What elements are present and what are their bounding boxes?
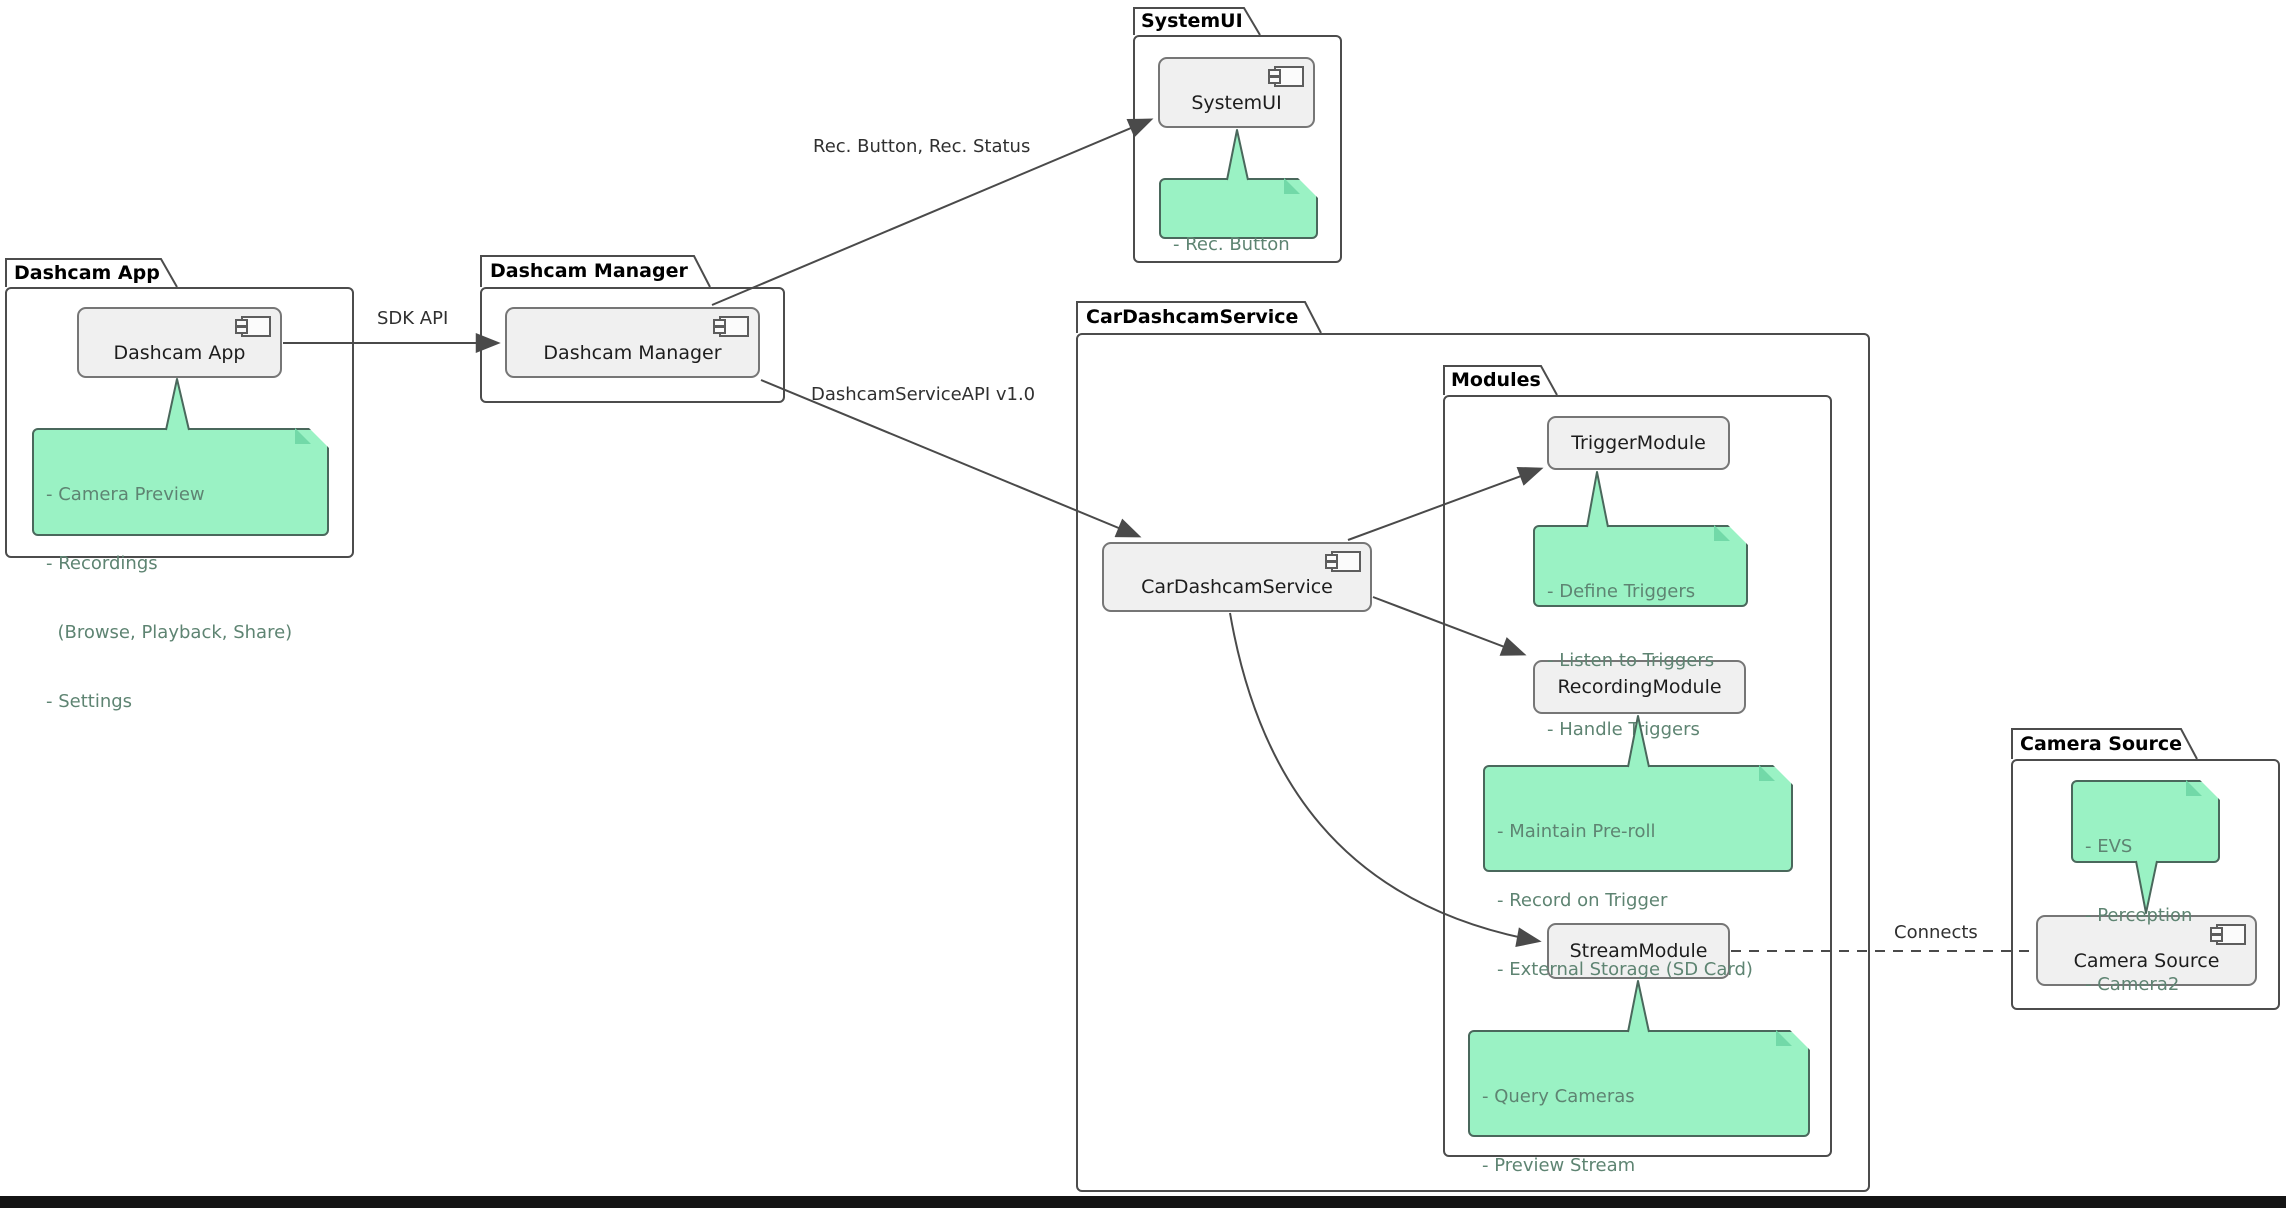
note-line: - Define Triggers bbox=[1547, 581, 1696, 602]
note-line: - Camera Preview bbox=[46, 484, 205, 505]
edge-label-rec-button-status: Rec. Button, Rec. Status bbox=[813, 136, 1031, 157]
edge-label-sdk-api: SDK API bbox=[377, 308, 449, 329]
edge-label-dashcam-service-api: DashcamServiceAPI v1.0 bbox=[811, 384, 1036, 405]
edge-label-connects: Connects bbox=[1894, 922, 1978, 943]
component-dashcam-app: Dashcam App bbox=[77, 307, 282, 378]
note-systemui: - Rec. Button - Rec. Status bbox=[1159, 178, 1318, 324]
note-line: - Maintain Pre-roll bbox=[1497, 821, 1656, 842]
component-label: RecordingModule bbox=[1557, 676, 1722, 698]
note-line: (Browse, Playback, Share) bbox=[46, 622, 293, 643]
component-label: CarDashcamService bbox=[1141, 576, 1333, 598]
package-tab-camera-source: Camera Source bbox=[2020, 733, 2183, 755]
component-label: SystemUI bbox=[1191, 92, 1282, 114]
component-recording-module: RecordingModule bbox=[1533, 660, 1746, 714]
note-line: - Preview Stream bbox=[1482, 1155, 1636, 1176]
component-stream-module: StreamModule bbox=[1547, 923, 1730, 979]
component-label: TriggerModule bbox=[1571, 432, 1706, 454]
note-line: - Camera2 bbox=[2085, 974, 2180, 995]
note-line: - Query Cameras bbox=[1482, 1086, 1635, 1107]
note-trigger-module: - Define Triggers - Listen to Triggers -… bbox=[1533, 525, 1748, 740]
bottom-bar bbox=[0, 1196, 2286, 1208]
component-systemui: SystemUI bbox=[1158, 57, 1315, 128]
note-line: - Recordings bbox=[46, 553, 158, 574]
component-camera-source: Camera Source bbox=[2036, 915, 2257, 986]
component-label: Dashcam App bbox=[113, 342, 246, 364]
component-icon bbox=[235, 316, 271, 337]
note-stream-module: - Query Cameras - Preview Stream - Snaps… bbox=[1468, 1030, 1810, 1176]
note-line: - EVS bbox=[2085, 836, 2133, 857]
note-line: - Perception bbox=[2085, 905, 2193, 926]
component-label: Dashcam Manager bbox=[543, 342, 722, 364]
note-camera-source: - EVS - Perception - Camera2 bbox=[2071, 780, 2220, 995]
component-label: Camera Source bbox=[2073, 950, 2220, 972]
package-tab-dashcam-app: Dashcam App bbox=[14, 262, 160, 284]
note-recording-module: - Maintain Pre-roll - Record on Trigger … bbox=[1483, 765, 1793, 1049]
note-line: - External Storage (SD Card) bbox=[1497, 959, 1753, 980]
component-car-dashcam-service: CarDashcamService bbox=[1102, 542, 1372, 612]
note-line: - Settings bbox=[46, 691, 133, 712]
component-icon bbox=[2210, 924, 2246, 945]
component-trigger-module: TriggerModule bbox=[1547, 416, 1730, 470]
note-line: - Record on Trigger bbox=[1497, 890, 1668, 911]
component-icon bbox=[1325, 551, 1361, 572]
component-dashcam-manager: Dashcam Manager bbox=[505, 307, 760, 378]
note-line: - Rec. Button bbox=[1173, 234, 1290, 255]
package-tab-dashcam-manager: Dashcam Manager bbox=[490, 260, 688, 282]
package-tab-car-dashcam-service: CarDashcamService bbox=[1086, 306, 1299, 328]
component-label: StreamModule bbox=[1569, 940, 1708, 962]
component-icon bbox=[713, 316, 749, 337]
note-line: - Listen to Triggers bbox=[1547, 650, 1715, 671]
note-dashcam-app: - Camera Preview - Recordings (Browse, P… bbox=[32, 428, 329, 712]
package-tab-modules: Modules bbox=[1451, 369, 1541, 391]
package-tab-systemui: SystemUI bbox=[1141, 10, 1243, 32]
note-line: - Handle Triggers bbox=[1547, 719, 1700, 740]
component-icon bbox=[1268, 66, 1304, 87]
